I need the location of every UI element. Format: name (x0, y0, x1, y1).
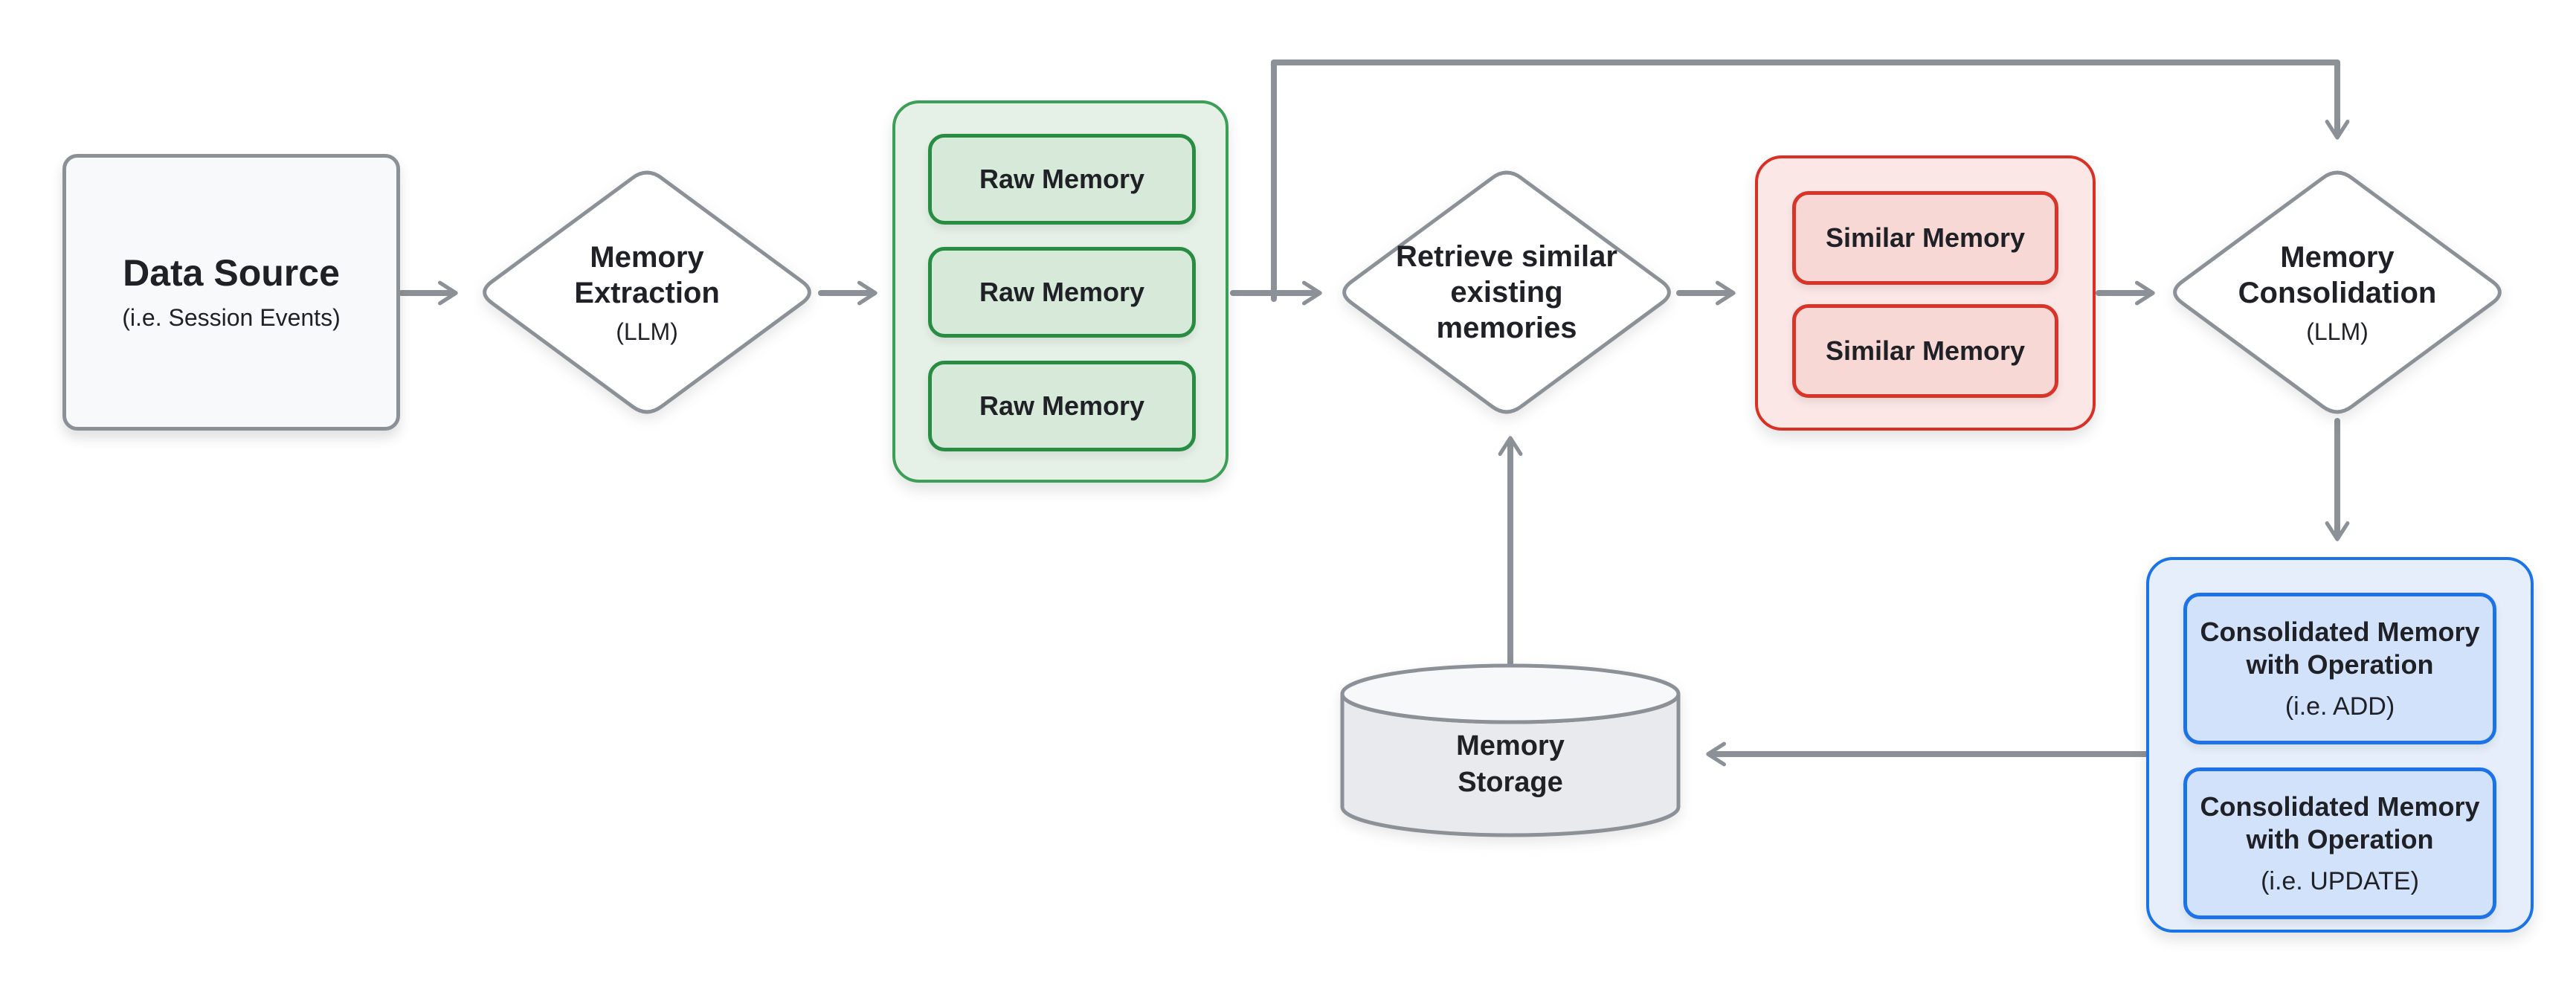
memory-extraction-line1: Memory (590, 240, 704, 274)
memory-consolidation-label: Memory Consolidation (LLM) (2168, 167, 2507, 417)
retrieve-line3: memories (1436, 312, 1577, 344)
consolidated-operation: (i.e. UPDATE) (2261, 867, 2419, 896)
memory-storage-label: Memory Storage (1342, 709, 1678, 820)
raw-memory-chip: Raw Memory (928, 361, 1196, 451)
cylinder-top (1340, 663, 1681, 724)
similar-memory-group: Similar Memory Similar Memory (1755, 155, 2096, 431)
similar-memory-chip: Similar Memory (1792, 304, 2058, 398)
memory-consolidation-subtitle: (LLM) (2306, 318, 2369, 345)
raw-memory-chip: Raw Memory (928, 247, 1196, 338)
consolidated-title-line2: with Operation (2246, 648, 2434, 680)
consolidated-operation: (i.e. ADD) (2284, 692, 2395, 721)
consolidated-memory-chip: Consolidated Memory with Operation (i.e.… (2183, 767, 2496, 919)
data-source-subtitle: (i.e. Session Events) (122, 304, 341, 331)
consolidated-title-line1: Consolidated Memory (2200, 616, 2480, 647)
retrieve-line2: existing (1450, 276, 1563, 309)
memory-extraction-subtitle: (LLM) (616, 318, 678, 345)
memory-extraction-line2: Extraction (574, 276, 720, 309)
consolidated-title-line2: with Operation (2246, 823, 2434, 854)
raw-memory-group: Raw Memory Raw Memory Raw Memory (892, 100, 1229, 483)
raw-memory-chip: Raw Memory (928, 134, 1196, 225)
arrow-rawmemory-to-consolidation-top (1271, 59, 2350, 302)
data-source-title: Data Source (123, 252, 340, 294)
data-source-node: Data Source (i.e. Session Events) (62, 154, 400, 431)
memory-storage-line2: Storage (1458, 767, 1563, 798)
memory-extraction-label: Memory Extraction (LLM) (477, 167, 817, 417)
consolidated-title-line1: Consolidated Memory (2200, 791, 2480, 822)
memory-storage-cylinder (1340, 663, 1681, 837)
similar-memory-chip: Similar Memory (1792, 191, 2058, 285)
memory-consolidation-line2: Consolidation (2238, 276, 2437, 309)
consolidated-memory-chip: Consolidated Memory with Operation (i.e.… (2183, 593, 2496, 744)
consolidated-memory-group: Consolidated Memory with Operation (i.e.… (2146, 557, 2534, 933)
memory-storage-line1: Memory (1456, 730, 1565, 762)
retrieve-line1: Retrieve similar (1396, 240, 1617, 273)
retrieve-memories-label: Retrieve similar existing memories (1337, 167, 1676, 417)
memory-consolidation-line1: Memory (2280, 240, 2395, 274)
